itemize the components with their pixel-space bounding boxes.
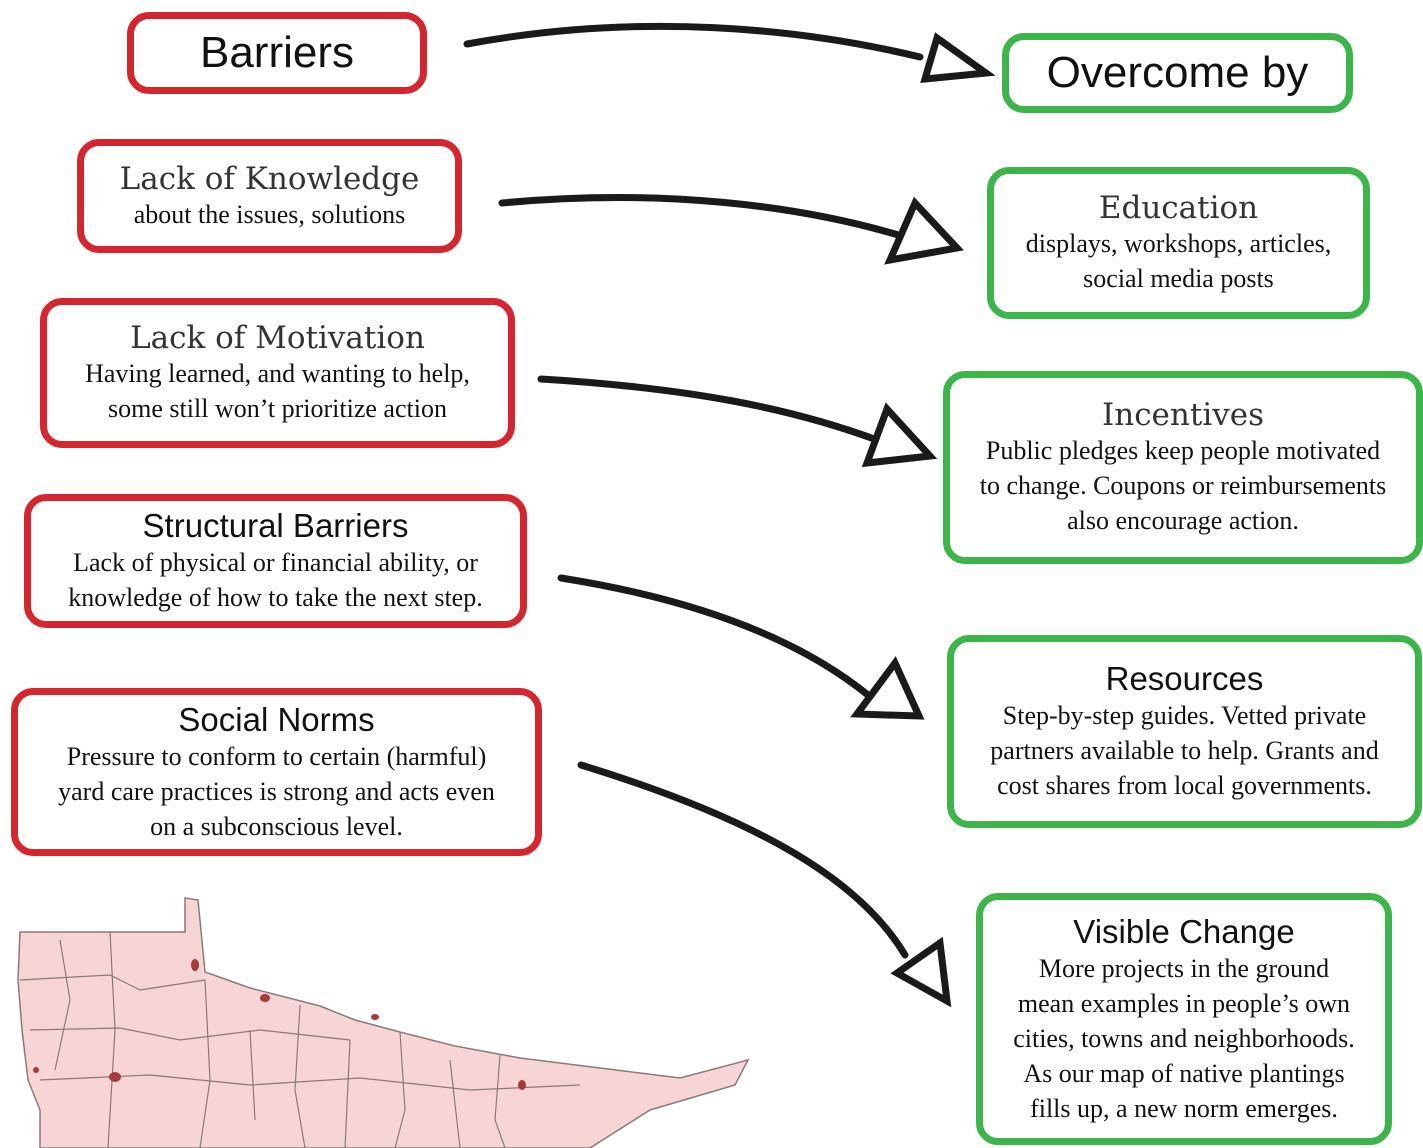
arrow-social-norms xyxy=(577,761,909,959)
solution-title: Education xyxy=(1098,190,1259,226)
barrier-line: some still won’t prioritize action xyxy=(108,394,447,423)
barrier-line: Lack of physical or financial ability, o… xyxy=(73,548,478,577)
arrow-structural xyxy=(557,574,872,699)
map-region-outline xyxy=(17,897,750,1148)
barriers-header: Barriers xyxy=(127,12,427,94)
barrier-box-knowledge: Lack of Knowledge about the issues, solu… xyxy=(77,139,462,253)
solution-box-visible-change: Visible Change More projects in the grou… xyxy=(976,893,1392,1145)
solution-line: cost shares from local governments. xyxy=(997,771,1372,800)
barriers-header-label: Barriers xyxy=(199,28,355,77)
solution-line: displays, workshops, articles, xyxy=(1025,229,1332,258)
barrier-title: Lack of Knowledge xyxy=(119,160,420,197)
barrier-line: about the issues, solutions xyxy=(133,199,406,229)
solution-line: fills up, a new norm emerges. xyxy=(1030,1093,1338,1123)
solution-title: Resources xyxy=(1105,660,1264,697)
arrowhead-knowledge xyxy=(884,196,964,265)
solution-line: to change. Coupons or reimbursements xyxy=(979,471,1387,500)
solution-box-incentives: Incentives Public pledges keep people mo… xyxy=(943,371,1423,564)
arrow-motivation xyxy=(537,375,881,444)
solution-line: As our map of native plantings xyxy=(1023,1058,1345,1088)
solution-line: also encourage action. xyxy=(1067,506,1299,535)
arrowhead-motivation xyxy=(861,402,938,468)
solution-box-resources: Resources Step-by-step guides. Vetted pr… xyxy=(947,635,1422,828)
solution-line: More projects in the ground xyxy=(1038,953,1330,983)
barrier-line: knowledge of how to take the next step. xyxy=(68,583,483,612)
barrier-title: Lack of Motivation xyxy=(130,320,425,356)
barrier-title: Structural Barriers xyxy=(142,507,409,544)
overcome-header-label: Overcome by xyxy=(1046,48,1309,97)
solution-line: Step-by-step guides. Vetted private xyxy=(1002,701,1367,730)
solution-line: cities, towns and neighborhoods. xyxy=(1013,1023,1355,1053)
solution-line: partners available to help. Grants and xyxy=(990,736,1379,765)
native-plantings-map xyxy=(17,897,750,1148)
barrier-box-social-norms: Social Norms Pressure to conform to cert… xyxy=(11,688,542,856)
barrier-line: yard care practices is strong and acts e… xyxy=(58,776,495,806)
arrowhead-structural xyxy=(850,656,925,720)
solution-title: Incentives xyxy=(1101,397,1265,433)
overcome-header: Overcome by xyxy=(1002,33,1353,113)
arrow-knowledge xyxy=(498,193,909,241)
barrier-box-motivation: Lack of Motivation Having learned, and w… xyxy=(40,298,515,448)
solution-title: Visible Change xyxy=(1073,912,1295,950)
arrowhead-header xyxy=(920,32,996,83)
solution-line: Public pledges keep people motivated xyxy=(985,436,1381,465)
solution-box-education: Education displays, workshops, articles,… xyxy=(987,167,1370,319)
barrier-line: on a subconscious level. xyxy=(150,811,403,841)
arrowhead-social-norms xyxy=(890,936,952,1008)
solution-line: mean examples in people’s own xyxy=(1017,988,1351,1018)
barrier-line: Having learned, and wanting to help, xyxy=(85,359,470,388)
barrier-box-structural: Structural Barriers Lack of physical or … xyxy=(24,494,527,628)
solution-line: social media posts xyxy=(1083,264,1274,293)
arrow-header xyxy=(463,22,924,61)
barrier-title: Social Norms xyxy=(178,700,375,738)
barrier-line: Pressure to conform to certain (harmful) xyxy=(66,741,487,771)
